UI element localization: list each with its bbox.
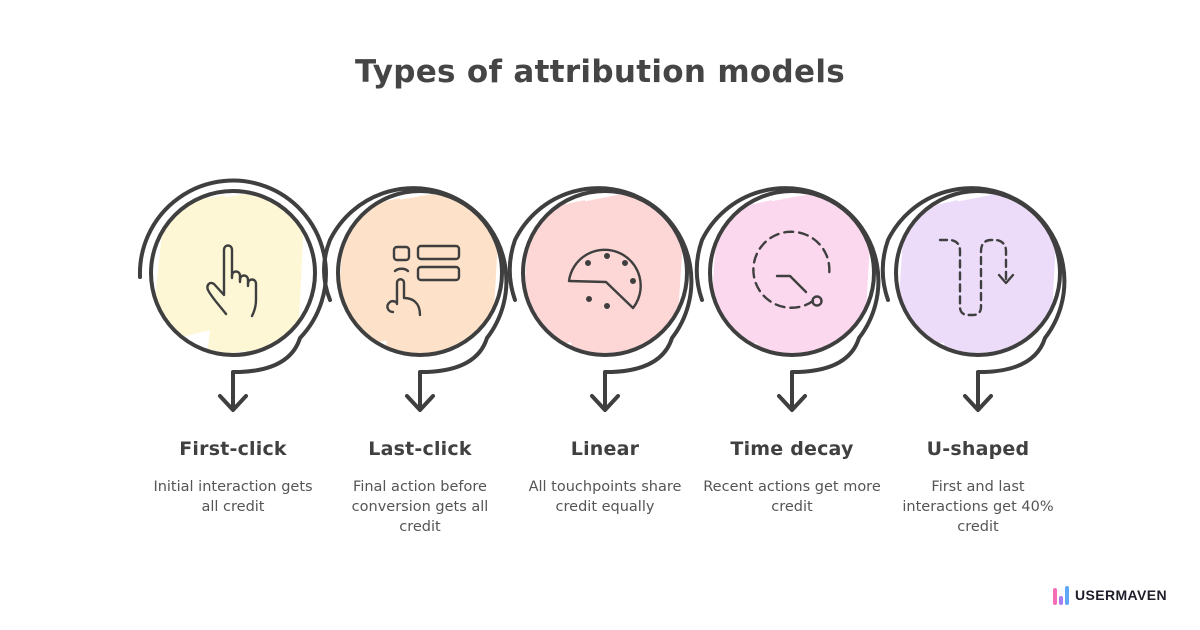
outer-arc <box>880 186 1067 411</box>
brand-name: USERMAVEN <box>1075 587 1168 603</box>
step-circle <box>894 189 1062 357</box>
outer-arc <box>322 186 509 411</box>
step-circle <box>521 189 689 357</box>
page-title: Types of attribution models <box>354 54 846 90</box>
down-arrow-icon <box>590 394 620 412</box>
step-circle <box>336 189 504 357</box>
step-u-shaped-graphic <box>880 186 1067 412</box>
marker-fill <box>153 193 305 353</box>
down-arrow-icon <box>218 394 248 412</box>
step-label: First-click <box>179 438 287 460</box>
step-u-shaped: U-shaped First and last interactions get… <box>888 438 1068 537</box>
step-time-decay-graphic <box>694 186 881 412</box>
brand-logo: USERMAVEN <box>1053 585 1167 605</box>
step-linear: Linear All touchpoints share credit equa… <box>515 438 695 517</box>
usermaven-logo-icon <box>1053 585 1069 605</box>
dashed-clock-icon <box>752 230 831 309</box>
step-description: Final action before conversion gets all … <box>351 479 489 535</box>
outer-arc <box>694 186 881 411</box>
outer-arc <box>507 186 694 411</box>
step-circle <box>149 189 317 357</box>
step-time-decay: Time decay Recent actions get more credi… <box>702 438 882 517</box>
step-description: Initial interaction gets all credit <box>153 479 313 515</box>
outer-arc <box>137 178 328 411</box>
marker-fill <box>898 193 1058 353</box>
step-circle <box>708 189 876 357</box>
down-arrow-icon <box>777 394 807 412</box>
marker-fill <box>340 193 500 353</box>
step-linear-graphic <box>507 186 694 412</box>
step-label: Last-click <box>368 438 472 460</box>
logo-bar <box>1053 588 1057 605</box>
pointing-hand-icon <box>206 244 258 318</box>
tap-list-icon <box>386 244 461 317</box>
step-label: U-shaped <box>926 438 1030 460</box>
step-description: All touchpoints share credit equally <box>528 479 682 515</box>
pie-dial-icon <box>567 248 642 310</box>
step-first-click: First-click Initial interaction gets all… <box>143 438 323 517</box>
logo-bar <box>1065 586 1069 605</box>
down-arrow-icon <box>405 394 435 412</box>
down-arrow-icon <box>963 394 993 412</box>
step-last-click: Last-click Final action before conversio… <box>330 438 510 537</box>
step-label: Time decay <box>730 438 854 460</box>
step-label: Linear <box>570 438 640 460</box>
step-last-click-graphic <box>322 186 509 412</box>
logo-bar <box>1059 596 1063 605</box>
u-path-arrow-icon <box>938 238 1015 317</box>
step-first-click-graphic <box>137 178 328 412</box>
step-description: First and last interactions get 40% cred… <box>902 479 1054 535</box>
step-description: Recent actions get more credit <box>703 479 881 515</box>
